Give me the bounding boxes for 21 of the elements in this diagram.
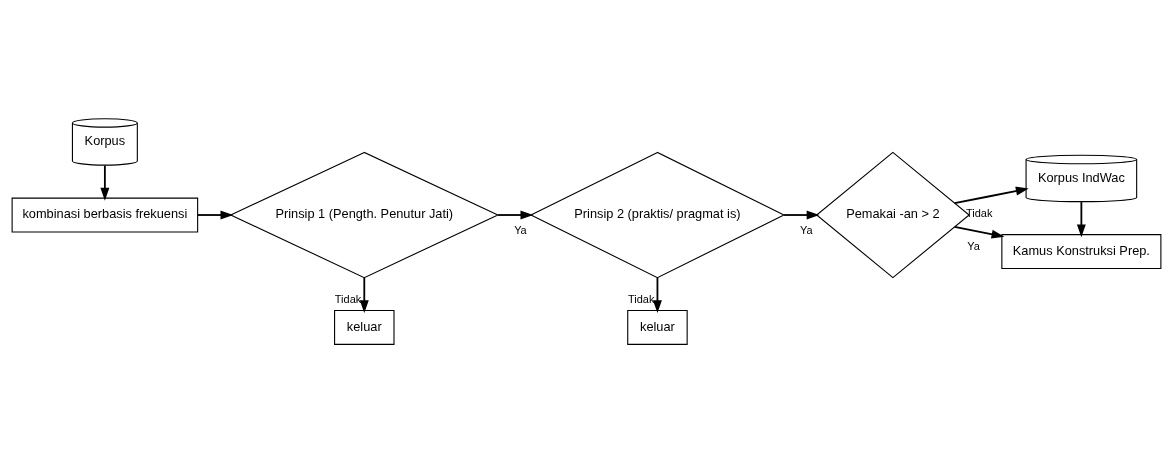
arrow [652, 276, 662, 313]
arrow [1076, 200, 1086, 237]
node-box: keluar [627, 309, 688, 345]
node-box: Kamus Konstruksi Prep. [1001, 233, 1162, 269]
edge-label: Ya [800, 223, 813, 236]
arrow [359, 276, 369, 313]
node-box: keluar [334, 309, 395, 345]
edge-label: Tidak [628, 292, 655, 305]
arrow [783, 210, 820, 219]
arrow [953, 225, 1005, 239]
node-box: kombinasi berbasis frekuensi [11, 197, 199, 232]
edge-label: Tidak [334, 292, 362, 305]
edge-label: Tidak [966, 206, 993, 219]
arrow [196, 210, 234, 219]
edge-label: Ya [514, 223, 527, 236]
arrow [953, 186, 1029, 204]
edge-label: Ya [967, 239, 980, 252]
node-diamond: Prinsip 1 (Pength. Penutur Jati) [229, 151, 500, 278]
node-diamond: Prinsip 2 (praktis/ pragmat is) [529, 151, 786, 278]
arrow [497, 210, 534, 219]
arrow [100, 164, 110, 201]
